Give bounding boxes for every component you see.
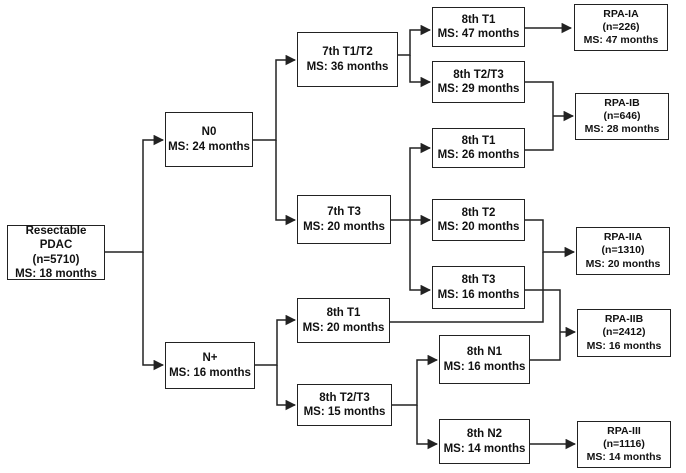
t2-8th-node: 8th T2 MS: 20 months	[432, 199, 525, 241]
t3-7th-label: 7th T3	[327, 206, 361, 219]
rpa-ib-n: (n=646)	[603, 109, 641, 122]
t23-8th-a-node: 8th T2/T3 MS: 29 months	[432, 61, 525, 103]
rpa-ib-ms: MS: 28 months	[584, 123, 660, 136]
edge-t3-8t3	[409, 220, 432, 296]
rpa-ia-node: RPA-IA (n=226) MS: 47 months	[574, 4, 668, 51]
edge-8t2-rpaiia	[525, 219, 576, 258]
rpa-iib-label: RPA-IIB	[604, 313, 644, 326]
nplus-label: N+	[202, 352, 218, 365]
edge-8t23-n2	[416, 405, 439, 450]
edge-t12-8t1	[398, 24, 432, 56]
rpa-iia-label: RPA-IIA	[603, 231, 643, 244]
edge-root-n0	[105, 134, 165, 253]
t12-7th-label: 7th T1/T2	[322, 46, 373, 59]
t23-8th-b-ms: MS: 15 months	[303, 406, 386, 418]
nplus-ms: MS: 16 months	[169, 366, 251, 379]
n1-8th-label: 8th N1	[466, 346, 503, 359]
rpa-iii-node: RPA-III (n=1116) MS: 14 months	[577, 421, 671, 468]
t1-8th-c-label: 8th T1	[326, 307, 361, 320]
t3-8th-ms: MS: 16 months	[437, 288, 520, 301]
rpa-iia-node: RPA-IIA (n=1310) MS: 20 months	[576, 227, 670, 275]
rpa-iia-n: (n=1310)	[601, 244, 645, 257]
nplus-node: N+ MS: 16 months	[165, 342, 255, 389]
root-title: Resectable PDAC	[25, 224, 87, 252]
t12-7th-ms: MS: 36 months	[306, 60, 389, 73]
edge-8t3-rpaiib	[525, 289, 561, 361]
root-n: (n=5710)	[32, 253, 80, 266]
rpa-iia-ms: MS: 20 months	[585, 257, 661, 270]
n1-8th-node: 8th N1 MS: 16 months	[439, 335, 530, 384]
root-ms: MS: 18 months	[15, 267, 97, 280]
edge-8t23-rpaib	[525, 81, 554, 151]
t23-8th-b-label: 8th T2/T3	[319, 391, 370, 404]
root-node: Resectable PDAC (n=5710) MS: 18 months	[7, 225, 105, 280]
n0-ms: MS: 24 months	[168, 140, 250, 153]
rpa-ib-node: RPA-IB (n=646) MS: 28 months	[575, 93, 669, 140]
rpa-iib-node: RPA-IIB (n=2412) MS: 16 months	[577, 309, 671, 357]
edge-n0-t12	[253, 54, 297, 141]
t1-8th-b-node: 8th T1 MS: 26 months	[432, 128, 525, 168]
rpa-iib-n: (n=2412)	[602, 326, 646, 339]
rpa-iii-ms: MS: 14 months	[586, 451, 662, 464]
n0-node: N0 MS: 24 months	[165, 112, 253, 167]
t3-8th-node: 8th T3 MS: 16 months	[432, 266, 525, 309]
rpa-ib-label: RPA-IB	[604, 96, 640, 109]
t1-8th-c-node: 8th T1 MS: 20 months	[297, 298, 390, 343]
rpa-iib-ms: MS: 16 months	[586, 339, 662, 352]
n2-8th-node: 8th N2 MS: 14 months	[439, 419, 530, 464]
t1-8th-a-ms: MS: 47 months	[437, 28, 520, 40]
t2-8th-ms: MS: 20 months	[437, 221, 520, 233]
n2-8th-ms: MS: 14 months	[443, 442, 526, 455]
rpa-ia-n: (n=226)	[602, 20, 640, 33]
edge-t12-8t23	[409, 55, 432, 88]
edge-8t23-n1	[392, 354, 439, 406]
rpa-ia-label: RPA-IA	[603, 7, 639, 20]
edge-n0-t3	[275, 140, 297, 226]
t23-8th-a-ms: MS: 29 months	[437, 83, 520, 95]
edge-t3-8t1	[391, 142, 432, 221]
edge-nplus-8t23	[276, 365, 297, 411]
edge-nplus-8t1	[255, 314, 297, 366]
t12-7th-node: 7th T1/T2 MS: 36 months	[297, 32, 398, 87]
edge-np8t1-rpaiia	[390, 252, 544, 323]
rpa-ia-ms: MS: 47 months	[583, 34, 659, 47]
t1-8th-b-label: 8th T1	[461, 134, 496, 147]
t1-8th-a-node: 8th T1 MS: 47 months	[432, 7, 525, 47]
n0-label: N0	[201, 126, 217, 139]
rpa-iii-n: (n=1116)	[603, 437, 645, 450]
t23-8th-a-label: 8th T2/T3	[453, 68, 504, 81]
n1-8th-ms: MS: 16 months	[443, 360, 526, 373]
edge-root-nplus	[142, 252, 165, 371]
t23-8th-b-node: 8th T2/T3 MS: 15 months	[297, 384, 392, 426]
t1-8th-b-ms: MS: 26 months	[437, 149, 520, 161]
t2-8th-label: 8th T2	[461, 206, 496, 219]
t3-7th-node: 7th T3 MS: 20 months	[297, 195, 391, 244]
t1-8th-a-label: 8th T1	[461, 13, 496, 26]
n2-8th-label: 8th N2	[466, 428, 503, 441]
rpa-iii-label: RPA-III	[607, 424, 641, 437]
t1-8th-c-ms: MS: 20 months	[302, 321, 385, 334]
t3-8th-label: 8th T3	[461, 274, 496, 287]
t3-7th-ms: MS: 20 months	[303, 220, 385, 233]
